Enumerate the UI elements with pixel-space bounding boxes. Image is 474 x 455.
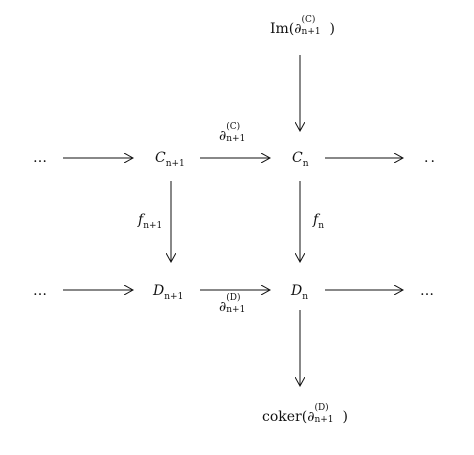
f-n-sub: n (318, 221, 324, 231)
f-n-plus-1-main: f (138, 212, 144, 228)
coker-suffix: ) (342, 409, 348, 425)
dots-top-right: .. (424, 150, 437, 166)
d-n-sub: n (302, 292, 309, 302)
dots-bottom-left: … (33, 283, 49, 299)
d-n-main: D (291, 283, 303, 299)
d-n-plus-1-main: D (153, 283, 165, 299)
boundary-d-scripts: (D) n+1 (226, 294, 254, 315)
label-f-n: fn (313, 213, 324, 231)
boundary-c-sub: n+1 (226, 134, 246, 144)
dots-top-left: … (33, 150, 49, 166)
f-n-plus-1-sub: n+1 (143, 221, 163, 231)
coker-scripts: (D) n+1 (314, 404, 342, 425)
image-prefix: Im( (270, 21, 295, 37)
node-c-n-plus-1: Cn+1 (155, 151, 185, 169)
image-partial: ∂ (294, 21, 302, 37)
boundary-d-sup: (D) (226, 293, 241, 303)
node-c-n: Cn (292, 151, 309, 169)
d-n-plus-1-sub: n+1 (164, 292, 184, 302)
coker-partial: ∂ (307, 409, 315, 425)
c-n-plus-1-main: C (155, 150, 166, 166)
image-sub: n+1 (301, 27, 321, 37)
boundary-c-partial: ∂ (219, 128, 227, 144)
coker-prefix: coker( (262, 409, 308, 425)
boundary-d-partial: ∂ (219, 299, 227, 315)
label-f-n-plus-1: fn+1 (138, 213, 162, 231)
boundary-c-sup: (C) (226, 122, 241, 132)
image-suffix: ) (329, 21, 335, 37)
node-image-top: Im(∂(C) n+1) (270, 16, 335, 37)
boundary-d-sub: n+1 (226, 305, 246, 315)
boundary-c-scripts: (C) n+1 (226, 123, 254, 144)
coker-sub: n+1 (314, 415, 334, 425)
image-scripts: (C) n+1 (301, 16, 330, 37)
coker-sup: (D) (314, 403, 329, 413)
f-n-main: f (313, 212, 319, 228)
node-d-n-plus-1: Dn+1 (153, 284, 183, 302)
label-boundary-c: ∂(C) n+1 (219, 123, 254, 144)
node-coker-bottom: coker(∂(D) n+1) (262, 404, 348, 425)
node-d-n: Dn (291, 284, 308, 302)
dots-bottom-right: … (420, 283, 436, 299)
c-n-plus-1-sub: n+1 (165, 159, 185, 169)
label-boundary-d: ∂(D) n+1 (219, 294, 254, 315)
c-n-sub: n (302, 159, 309, 169)
image-sup: (C) (301, 15, 316, 25)
c-n-main: C (292, 150, 303, 166)
